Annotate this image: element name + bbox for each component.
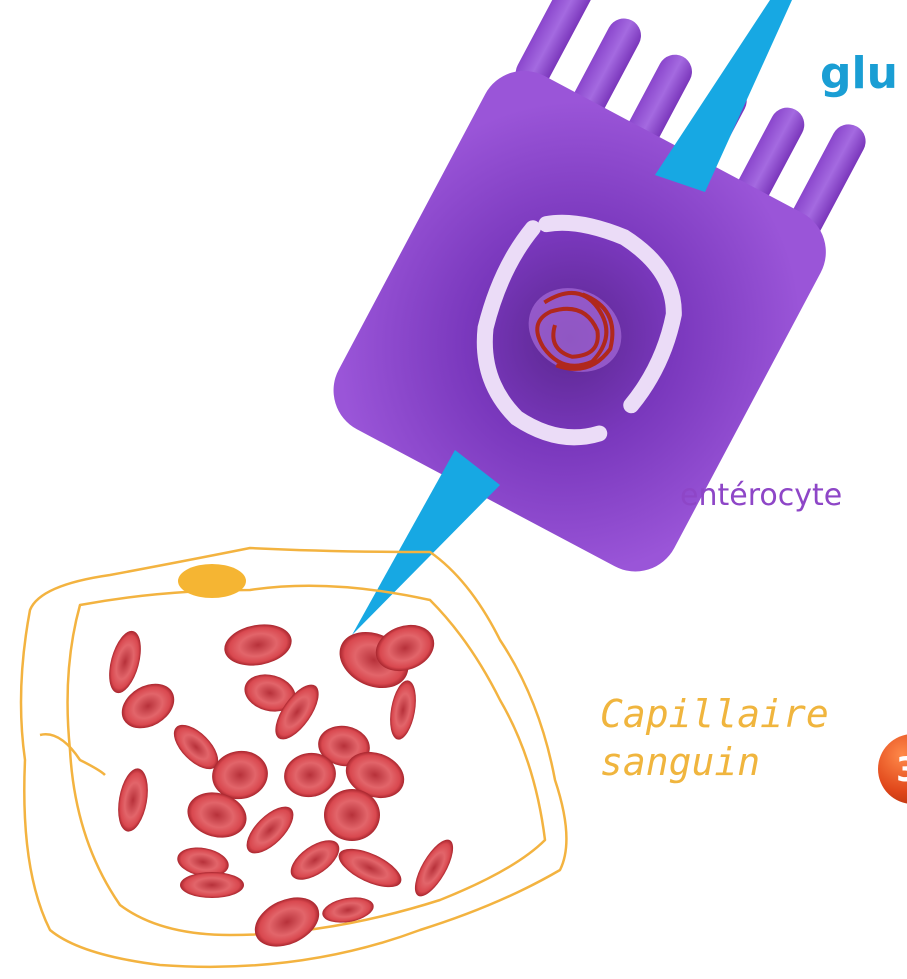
red-blood-cell [103,627,147,696]
capillary-label-line2: sanguin [600,738,829,786]
red-blood-cell [386,678,420,741]
red-blood-cell [408,834,461,901]
red-blood-cells [103,617,460,956]
glucose-label: glu [820,48,898,99]
red-blood-cell [333,841,406,895]
red-blood-cell [239,799,301,861]
capillary-label-line1: Capillaire [600,690,829,738]
red-blood-cell [221,619,295,670]
red-blood-cell [247,888,327,957]
red-blood-cell [114,766,153,834]
endothelial-nucleus [178,564,246,598]
red-blood-cell [180,872,244,898]
step-number: 3 [896,750,907,790]
red-blood-cell [284,832,346,887]
red-blood-cell [324,789,380,841]
enterocyte-label: entérocyte [680,478,842,513]
capillary-label: Capillaire sanguin [600,690,829,786]
red-blood-cell [320,894,375,927]
